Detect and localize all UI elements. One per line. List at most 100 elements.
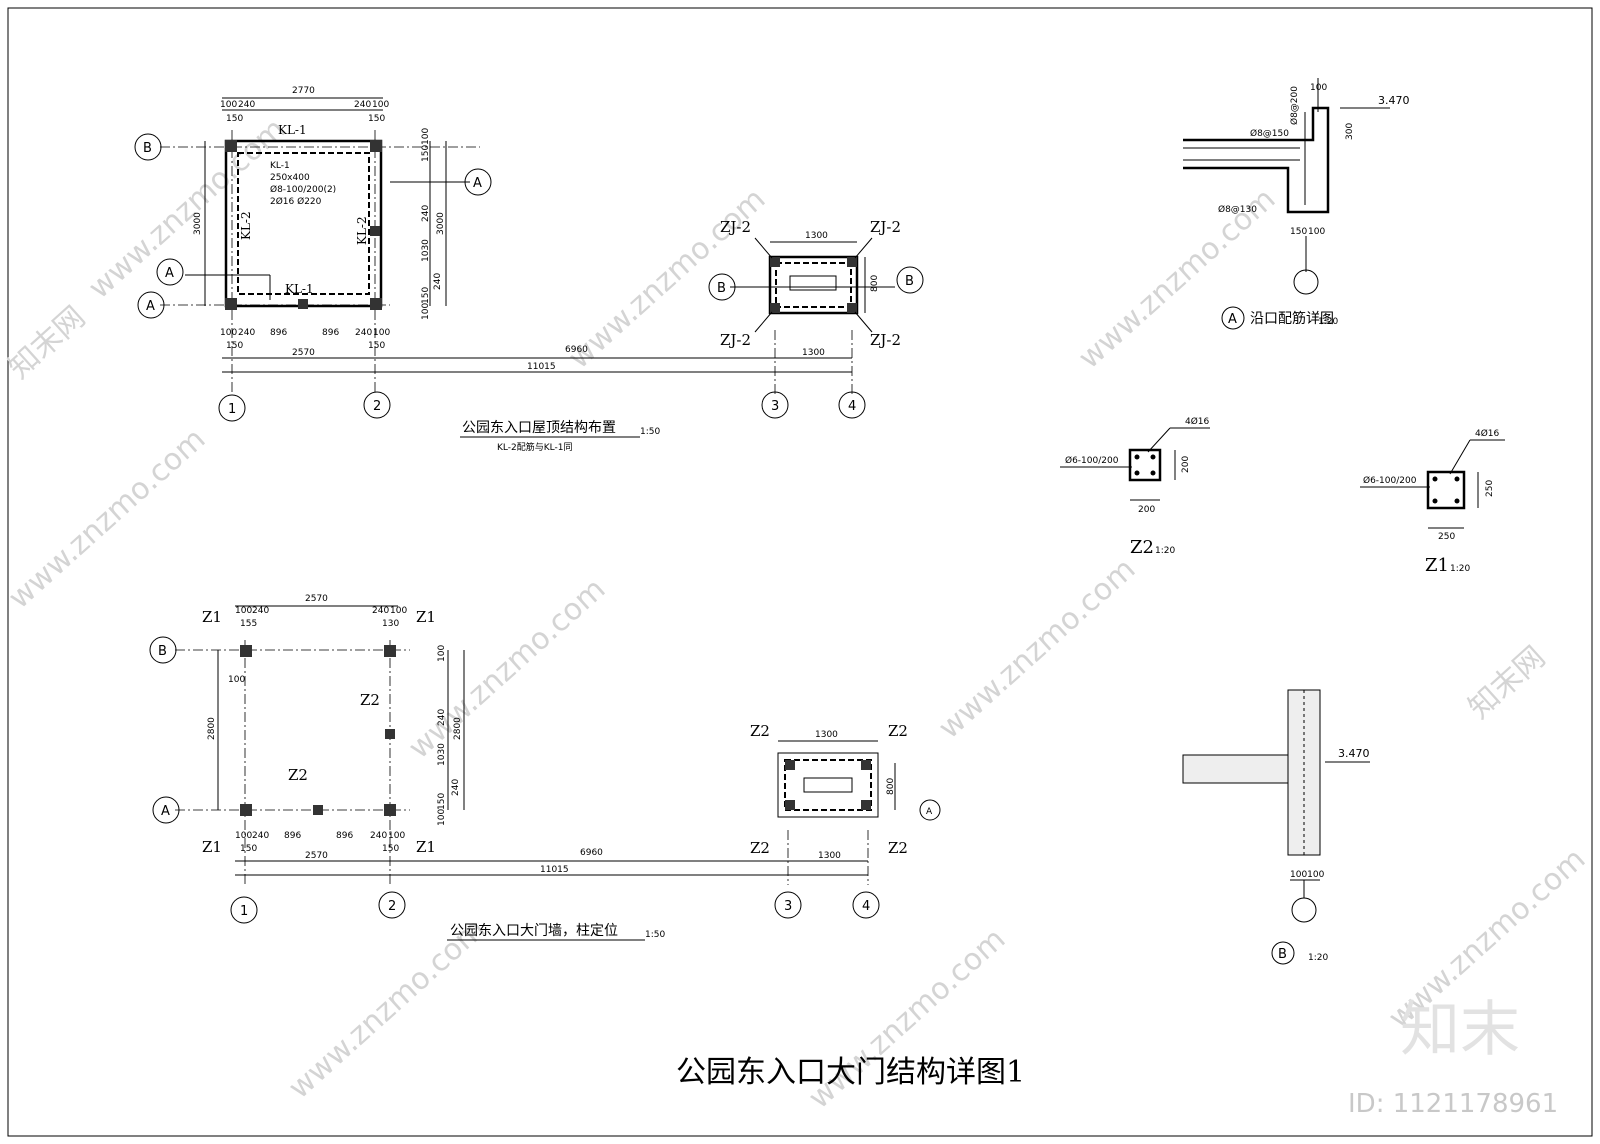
rebar-dot (1134, 470, 1140, 476)
dim-text: 240 (372, 606, 389, 616)
dim-text: 1300 (805, 231, 828, 241)
level-text: 3.470 (1378, 94, 1410, 107)
axis-label: 1 (228, 402, 236, 417)
dim-text: 250 (1438, 532, 1455, 542)
detail-name: Z2 (1130, 537, 1154, 558)
column-label: Z1 (202, 608, 222, 626)
plan-scale: 1:50 (645, 930, 665, 940)
axis-bubble (134, 133, 162, 161)
dim-text: 240 (451, 779, 461, 796)
plan-scale: 1:50 (640, 427, 660, 437)
column (298, 299, 308, 309)
dim-text: 100 (228, 675, 245, 685)
axis-bubble (230, 896, 258, 924)
dim-text: 240 (252, 831, 269, 841)
column-z1 (240, 804, 252, 816)
dim-text: 150 (240, 844, 257, 854)
dim-text: 155 (240, 619, 257, 629)
leader (854, 237, 873, 259)
dim-text: 2770 (292, 86, 315, 96)
dim-text: 2800 (453, 717, 463, 740)
dim-text: 3000 (193, 212, 203, 235)
axis-label: 3 (784, 899, 792, 914)
detail-mark-text: A (1228, 312, 1237, 327)
rebar-text: Ø8@130 (1218, 204, 1257, 215)
watermark-text: www.znzmo.com (282, 912, 492, 1106)
detail-title: 沿口配筋详图 (1250, 310, 1334, 327)
axis-bubble (852, 891, 880, 919)
plan-note: KL-2配筋与KL-1同 (497, 441, 572, 453)
column (847, 303, 857, 313)
dim-text: 100 (220, 100, 237, 110)
dim-text: 150 (368, 114, 385, 124)
zj-opening (789, 275, 837, 291)
detail-z1-column: 4Ø16 Ø6-100/200 250 250 Z1 1:20 (1360, 428, 1505, 576)
column (370, 140, 382, 152)
detail-scale: 1:20 (1450, 564, 1470, 574)
column-z2 (785, 760, 795, 770)
axis-bubble (137, 291, 165, 319)
dim-text: 150 (1290, 227, 1307, 237)
column-label: Z1 (416, 838, 436, 856)
dim-text: 150 (226, 114, 243, 124)
dim-text: 100 (390, 606, 407, 616)
rebar-dot (1454, 476, 1460, 482)
column (847, 257, 857, 267)
slab-section (1182, 754, 1289, 784)
column (370, 226, 380, 236)
column-z1 (384, 645, 396, 657)
rebar-dot (1150, 454, 1156, 460)
dim-text: 240 (355, 328, 372, 338)
detail-b-section: 3.470 100100 B 1:20 (1182, 689, 1370, 965)
dim-text: 2570 (292, 348, 315, 358)
column-label: Z2 (888, 839, 908, 857)
dim-text: 240 (354, 100, 371, 110)
column-label: Z2 (888, 722, 908, 740)
dim-text: 11015 (540, 865, 569, 875)
column (225, 140, 237, 152)
dim-text: 100 (372, 100, 389, 110)
axis-label: 4 (848, 399, 856, 414)
axis-label: 2 (388, 899, 396, 914)
rebar-dot (1150, 470, 1156, 476)
column (370, 298, 382, 310)
beam-label: KL-1 (278, 123, 307, 137)
dim-text: 240 (433, 273, 443, 290)
plan-title: 公园东入口大门墙，柱定位 (450, 923, 618, 939)
rebar-text: 4Ø16 (1475, 428, 1500, 439)
detail-a-eave: 3.470 100 300 Ø8@200 Ø8@150 Ø8@130 150 1… (1183, 78, 1410, 330)
section-label: A (165, 266, 174, 281)
dim-text: 200 (1181, 456, 1191, 473)
dim-text: 1300 (815, 730, 838, 740)
rebar-dot (1432, 498, 1438, 504)
dim-text: 1300 (802, 348, 825, 358)
column-z2 (861, 760, 871, 770)
dim-text: 2800 (207, 717, 217, 740)
dim-text: 100 (235, 831, 252, 841)
column-section (1128, 448, 1162, 482)
dim-text: 100 (421, 128, 431, 145)
beam-inner (237, 152, 370, 295)
axis-label: B (143, 141, 152, 156)
dim-text: 2570 (305, 851, 328, 861)
watermark-text: 知末网 (2, 300, 92, 386)
section-bubble (156, 258, 184, 286)
column-z2 (385, 729, 395, 739)
sheet-border (7, 7, 1593, 1137)
watermark-text: www.znzmo.com (932, 552, 1142, 746)
detail-scale: 1:20 (1308, 953, 1328, 963)
column-section (1426, 470, 1466, 510)
axis-bubble (378, 891, 406, 919)
column-label: Z2 (750, 839, 770, 857)
dim-text: 11015 (527, 362, 556, 372)
dim-text: 896 (322, 328, 339, 338)
axis-bubble (774, 891, 802, 919)
dim-text: 240 (370, 831, 387, 841)
dim-text: 150 (226, 341, 243, 351)
dim-text: 800 (870, 275, 880, 292)
rebar-text: Ø8@150 (1250, 128, 1289, 139)
column-label: Z1 (416, 608, 436, 626)
dim-text: 1030 (421, 239, 431, 262)
dim-text: 100 (437, 645, 447, 662)
stirrup-text: Ø6-100/200 (1065, 455, 1119, 466)
